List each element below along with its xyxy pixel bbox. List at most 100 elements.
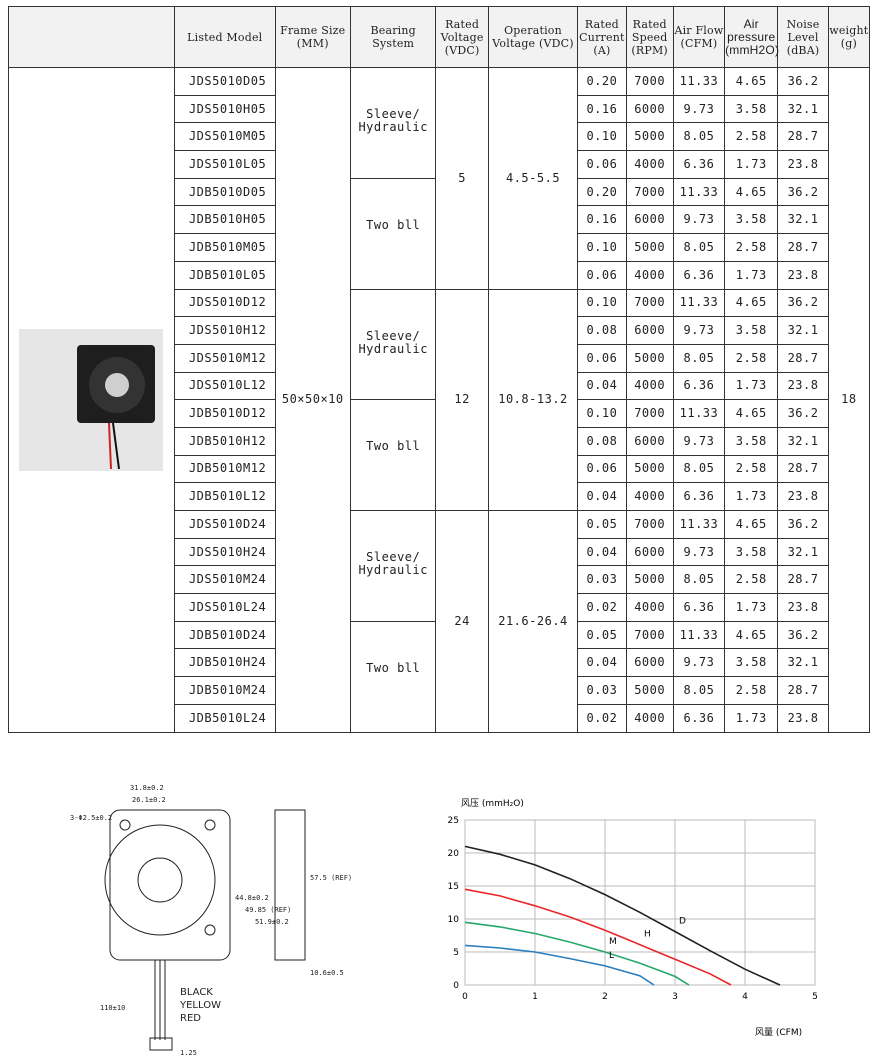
pressure-cell: 1.73 xyxy=(724,593,779,622)
pressure-cell: 4.65 xyxy=(724,67,779,96)
dim-label: 26.1±0.2 xyxy=(132,796,166,804)
dim-label: 57.5 (REF) xyxy=(310,874,352,882)
airflow-cell: 8.05 xyxy=(672,122,726,152)
pressure-cell: 2.58 xyxy=(724,122,779,152)
airflow-cell: 8.05 xyxy=(672,233,726,262)
noise-cell: 36.2 xyxy=(777,510,829,539)
speed-cell: 4000 xyxy=(625,260,674,290)
airflow-cell: 8.05 xyxy=(672,454,726,484)
airflow-cell: 6.36 xyxy=(672,150,726,179)
series-line-H xyxy=(464,888,732,986)
pressure-cell: 2.58 xyxy=(724,343,779,373)
noise-cell: 23.8 xyxy=(777,593,829,622)
mount-hole xyxy=(204,924,216,936)
noise-cell: 23.8 xyxy=(777,260,829,290)
model-cell: JDS5010H24 xyxy=(173,537,276,567)
speed-cell: 7000 xyxy=(625,177,674,207)
pressure-cell: 1.73 xyxy=(724,260,779,290)
pressure-cell: 1.73 xyxy=(724,371,779,401)
frame-header: Frame Size(MM) xyxy=(274,6,351,68)
model-cell: JDB5010D12 xyxy=(173,399,276,428)
model-cell: JDS5010D05 xyxy=(173,67,276,96)
airflow-cell: 11.33 xyxy=(672,399,726,428)
noise-cell: 28.7 xyxy=(777,343,829,373)
model-cell: JDS5010D12 xyxy=(173,288,276,318)
current-cell: 0.10 xyxy=(577,399,627,428)
rated-voltage-cell: 12 xyxy=(435,288,489,511)
y-tick-label: 5 xyxy=(453,948,459,958)
model-cell: JDB5010M05 xyxy=(173,233,276,262)
noise-cell: 32.1 xyxy=(777,205,829,235)
bearing-label: Two bll xyxy=(366,217,421,232)
rated-voltage-cell: 5 xyxy=(435,67,489,290)
y-tick-label: 25 xyxy=(448,816,459,826)
speed-cell: 5000 xyxy=(625,676,674,705)
bearing-label: Sleeve/ xyxy=(366,328,421,343)
bearing-label: Hydraulic xyxy=(358,120,428,134)
noise-cell: 36.2 xyxy=(777,399,829,428)
current-cell: 0.20 xyxy=(577,177,627,207)
current-cell: 0.04 xyxy=(577,482,627,511)
current-cell: 0.10 xyxy=(577,233,627,262)
y-tick-label: 15 xyxy=(448,882,459,892)
speed-cell: 7000 xyxy=(625,620,674,650)
speed-cell: 5000 xyxy=(625,343,674,373)
x-tick-label: 5 xyxy=(812,992,818,1002)
airflow-cell: 9.73 xyxy=(672,426,726,456)
dim-label: 1.25 xyxy=(180,1049,197,1057)
current-cell: 0.05 xyxy=(577,620,627,650)
speed-cell: 6000 xyxy=(625,205,674,235)
pressure-cell: 1.73 xyxy=(724,703,779,733)
series-label: D xyxy=(679,917,686,927)
speed-cell: 5000 xyxy=(625,565,674,595)
current-cell: 0.04 xyxy=(577,648,627,678)
model-cell: JDS5010M12 xyxy=(173,343,276,373)
pressure-cell: 3.58 xyxy=(724,537,779,567)
current-cell: 0.08 xyxy=(577,316,627,345)
speed-cell: 6000 xyxy=(625,537,674,567)
model-cell: JDS5010L24 xyxy=(173,593,276,622)
image-header xyxy=(8,6,175,68)
speed-cell: 6000 xyxy=(625,648,674,678)
weight-cell: 18 xyxy=(827,67,871,733)
airflow-header: Air Flow(CFM) xyxy=(672,6,726,68)
frame-size-cell: 50×50×10 xyxy=(274,67,351,733)
x-tick-label: 4 xyxy=(742,992,748,1002)
x-tick-label: 3 xyxy=(672,992,678,1002)
hub-outline xyxy=(137,857,183,903)
bearing-cell: Two bll xyxy=(349,177,437,290)
model-cell: JDB5010M12 xyxy=(173,454,276,484)
mount-hole xyxy=(119,819,131,831)
airflow-cell: 8.05 xyxy=(672,565,726,595)
product-photo xyxy=(19,328,164,471)
speed-cell: 4000 xyxy=(625,593,674,622)
noise-cell: 23.8 xyxy=(777,482,829,511)
noise-cell: 32.1 xyxy=(777,426,829,456)
speed-cell: 4000 xyxy=(625,150,674,179)
pressure-cell: 4.65 xyxy=(724,620,779,650)
dim-label: 10.6±0.5 xyxy=(310,969,344,977)
speed-cell: 4000 xyxy=(625,482,674,511)
airflow-cell: 9.73 xyxy=(672,205,726,235)
speed-cell: 7000 xyxy=(625,67,674,96)
speed-cell: 7000 xyxy=(625,399,674,428)
current-cell: 0.06 xyxy=(577,454,627,484)
speed-cell: 7000 xyxy=(625,288,674,318)
connector xyxy=(149,1037,173,1051)
bearing-label: Two bll xyxy=(366,660,421,675)
dim-label: 49.85 (REF) xyxy=(245,906,291,914)
op-voltage-cell: 21.6-26.4 xyxy=(487,510,579,733)
